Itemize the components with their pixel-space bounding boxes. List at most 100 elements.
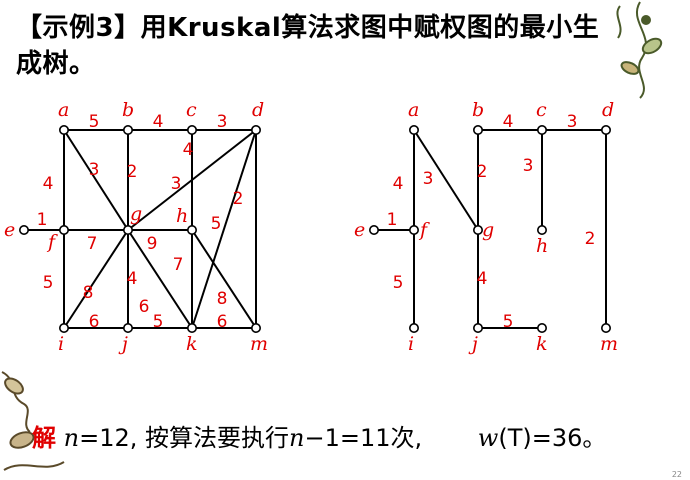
edge-weight-f-i: 5: [393, 273, 404, 293]
vertex-m: [600, 322, 611, 333]
vertex-a: [58, 125, 69, 136]
edge-weight-g-i: 8: [83, 283, 94, 303]
vertex-f: [408, 225, 419, 236]
page-number: 22: [671, 470, 682, 479]
edge-weight-f-g: 7: [87, 234, 98, 254]
vertex-i: [58, 322, 69, 333]
weight-formula: w(T)=36。: [478, 424, 607, 452]
edge-weight-b-g: 2: [127, 162, 138, 182]
edge-d-g: [127, 129, 257, 231]
vertex-label-k: k: [186, 333, 198, 355]
edge-weight-g-k: 6: [139, 297, 150, 317]
vertex-label-a: a: [58, 99, 69, 121]
vertex-label-j: j: [118, 333, 128, 355]
edge-d-k: [191, 129, 257, 329]
edge-weight-d-m: 2: [233, 189, 244, 209]
original-graph-edges: [24, 129, 257, 329]
n-variable-2: n: [289, 424, 305, 452]
vertex-m: [251, 322, 262, 333]
vertex-j: [472, 322, 483, 333]
edge-weight-g-j: 4: [127, 269, 138, 289]
vertex-label-f: f: [46, 231, 58, 253]
vertex-label-i: i: [58, 333, 64, 355]
vertex-d: [600, 125, 611, 136]
edge-a-g: [413, 129, 479, 231]
vertex-label-a: a: [408, 99, 419, 121]
vertex-c: [187, 125, 198, 136]
edge-weight-k-m: 6: [217, 312, 228, 332]
edge-weight-c-d: 3: [567, 112, 578, 132]
edge-weight-j-k: 5: [153, 312, 164, 332]
edge-weight-a-b: 5: [89, 112, 100, 132]
vine-decoration-top-right: [616, 1, 663, 99]
edge-g-i: [63, 229, 129, 329]
vine-decoration-bottom-left: [1, 371, 65, 471]
edge-weight-a-f: 4: [393, 174, 404, 194]
vertex-label-b: b: [472, 99, 484, 121]
edge-weight-f-i: 5: [43, 273, 54, 293]
vertex-e: [18, 225, 29, 236]
vertex-label-d: d: [602, 99, 614, 121]
vertex-h: [536, 225, 547, 236]
edge-weight-c-h: 3: [523, 156, 534, 176]
vertex-b: [123, 125, 134, 136]
edge-weight-g-h: 9: [147, 234, 158, 254]
vertex-label-h: h: [536, 235, 548, 257]
edge-weight-a-g: 3: [423, 169, 434, 189]
vertex-d: [251, 125, 262, 136]
edge-weight-e-f: 1: [37, 210, 48, 230]
vertex-e: [368, 225, 379, 236]
vertex-f: [58, 225, 69, 236]
edge-weight-h-k: 7: [173, 255, 184, 275]
solution-label: 解: [32, 424, 56, 452]
edge-weight-b-g: 2: [477, 162, 488, 182]
edge-weight-e-f: 1: [387, 210, 398, 230]
edge-weight-c-d: 3: [217, 112, 228, 132]
edge-weight-b-c: 4: [153, 112, 164, 132]
vertex-j: [123, 322, 134, 333]
vertex-h: [187, 225, 198, 236]
spanning-tree-vertices: [368, 125, 611, 333]
vertex-label-m: m: [600, 333, 618, 355]
edge-h-m: [191, 229, 257, 329]
solution-line: 解 n=12, 按算法要执行n−1=11次, w(T)=36。: [32, 418, 606, 453]
vertex-label-d: d: [252, 99, 264, 121]
vertex-label-e: e: [4, 219, 15, 241]
edge-weight-b-c: 4: [503, 112, 514, 132]
vertex-label-i: i: [408, 333, 414, 355]
edge-weight-d-g: 4: [183, 140, 194, 160]
edge-weight-a-f: 4: [43, 174, 54, 194]
vertex-label-j: j: [468, 333, 478, 355]
edge-weight-c-h: 3: [171, 174, 182, 194]
edge-g-k: [127, 229, 193, 329]
vertex-b: [472, 125, 483, 136]
edge-weight-a-g: 3: [89, 160, 100, 180]
vertex-g: [123, 225, 134, 236]
vertex-label-b: b: [122, 99, 134, 121]
vertex-i: [408, 322, 419, 333]
solution-text-1: =12, 按算法要执行: [79, 424, 290, 452]
edge-weight-i-j: 6: [89, 312, 100, 332]
vertex-label-k: k: [536, 333, 548, 355]
n-variable: n: [63, 424, 80, 452]
vertex-c: [536, 125, 547, 136]
vertex-a: [408, 125, 419, 136]
vertex-label-c: c: [186, 99, 197, 121]
weight-value: (T)=36。: [498, 424, 607, 452]
vertex-g: [472, 225, 483, 236]
slide-title: 【示例3】用Kruskal算法求图中赋权图的最小生成树。: [16, 13, 600, 79]
spanning-tree-edges: [374, 129, 607, 329]
vertex-label-h: h: [176, 205, 188, 227]
vertex-k: [187, 322, 198, 333]
vertex-k: [536, 322, 547, 333]
vertex-label-g: g: [130, 203, 142, 225]
vertex-label-f: f: [418, 219, 430, 241]
edge-weight-j-k: 5: [503, 312, 514, 332]
vertex-label-g: g: [482, 219, 494, 241]
